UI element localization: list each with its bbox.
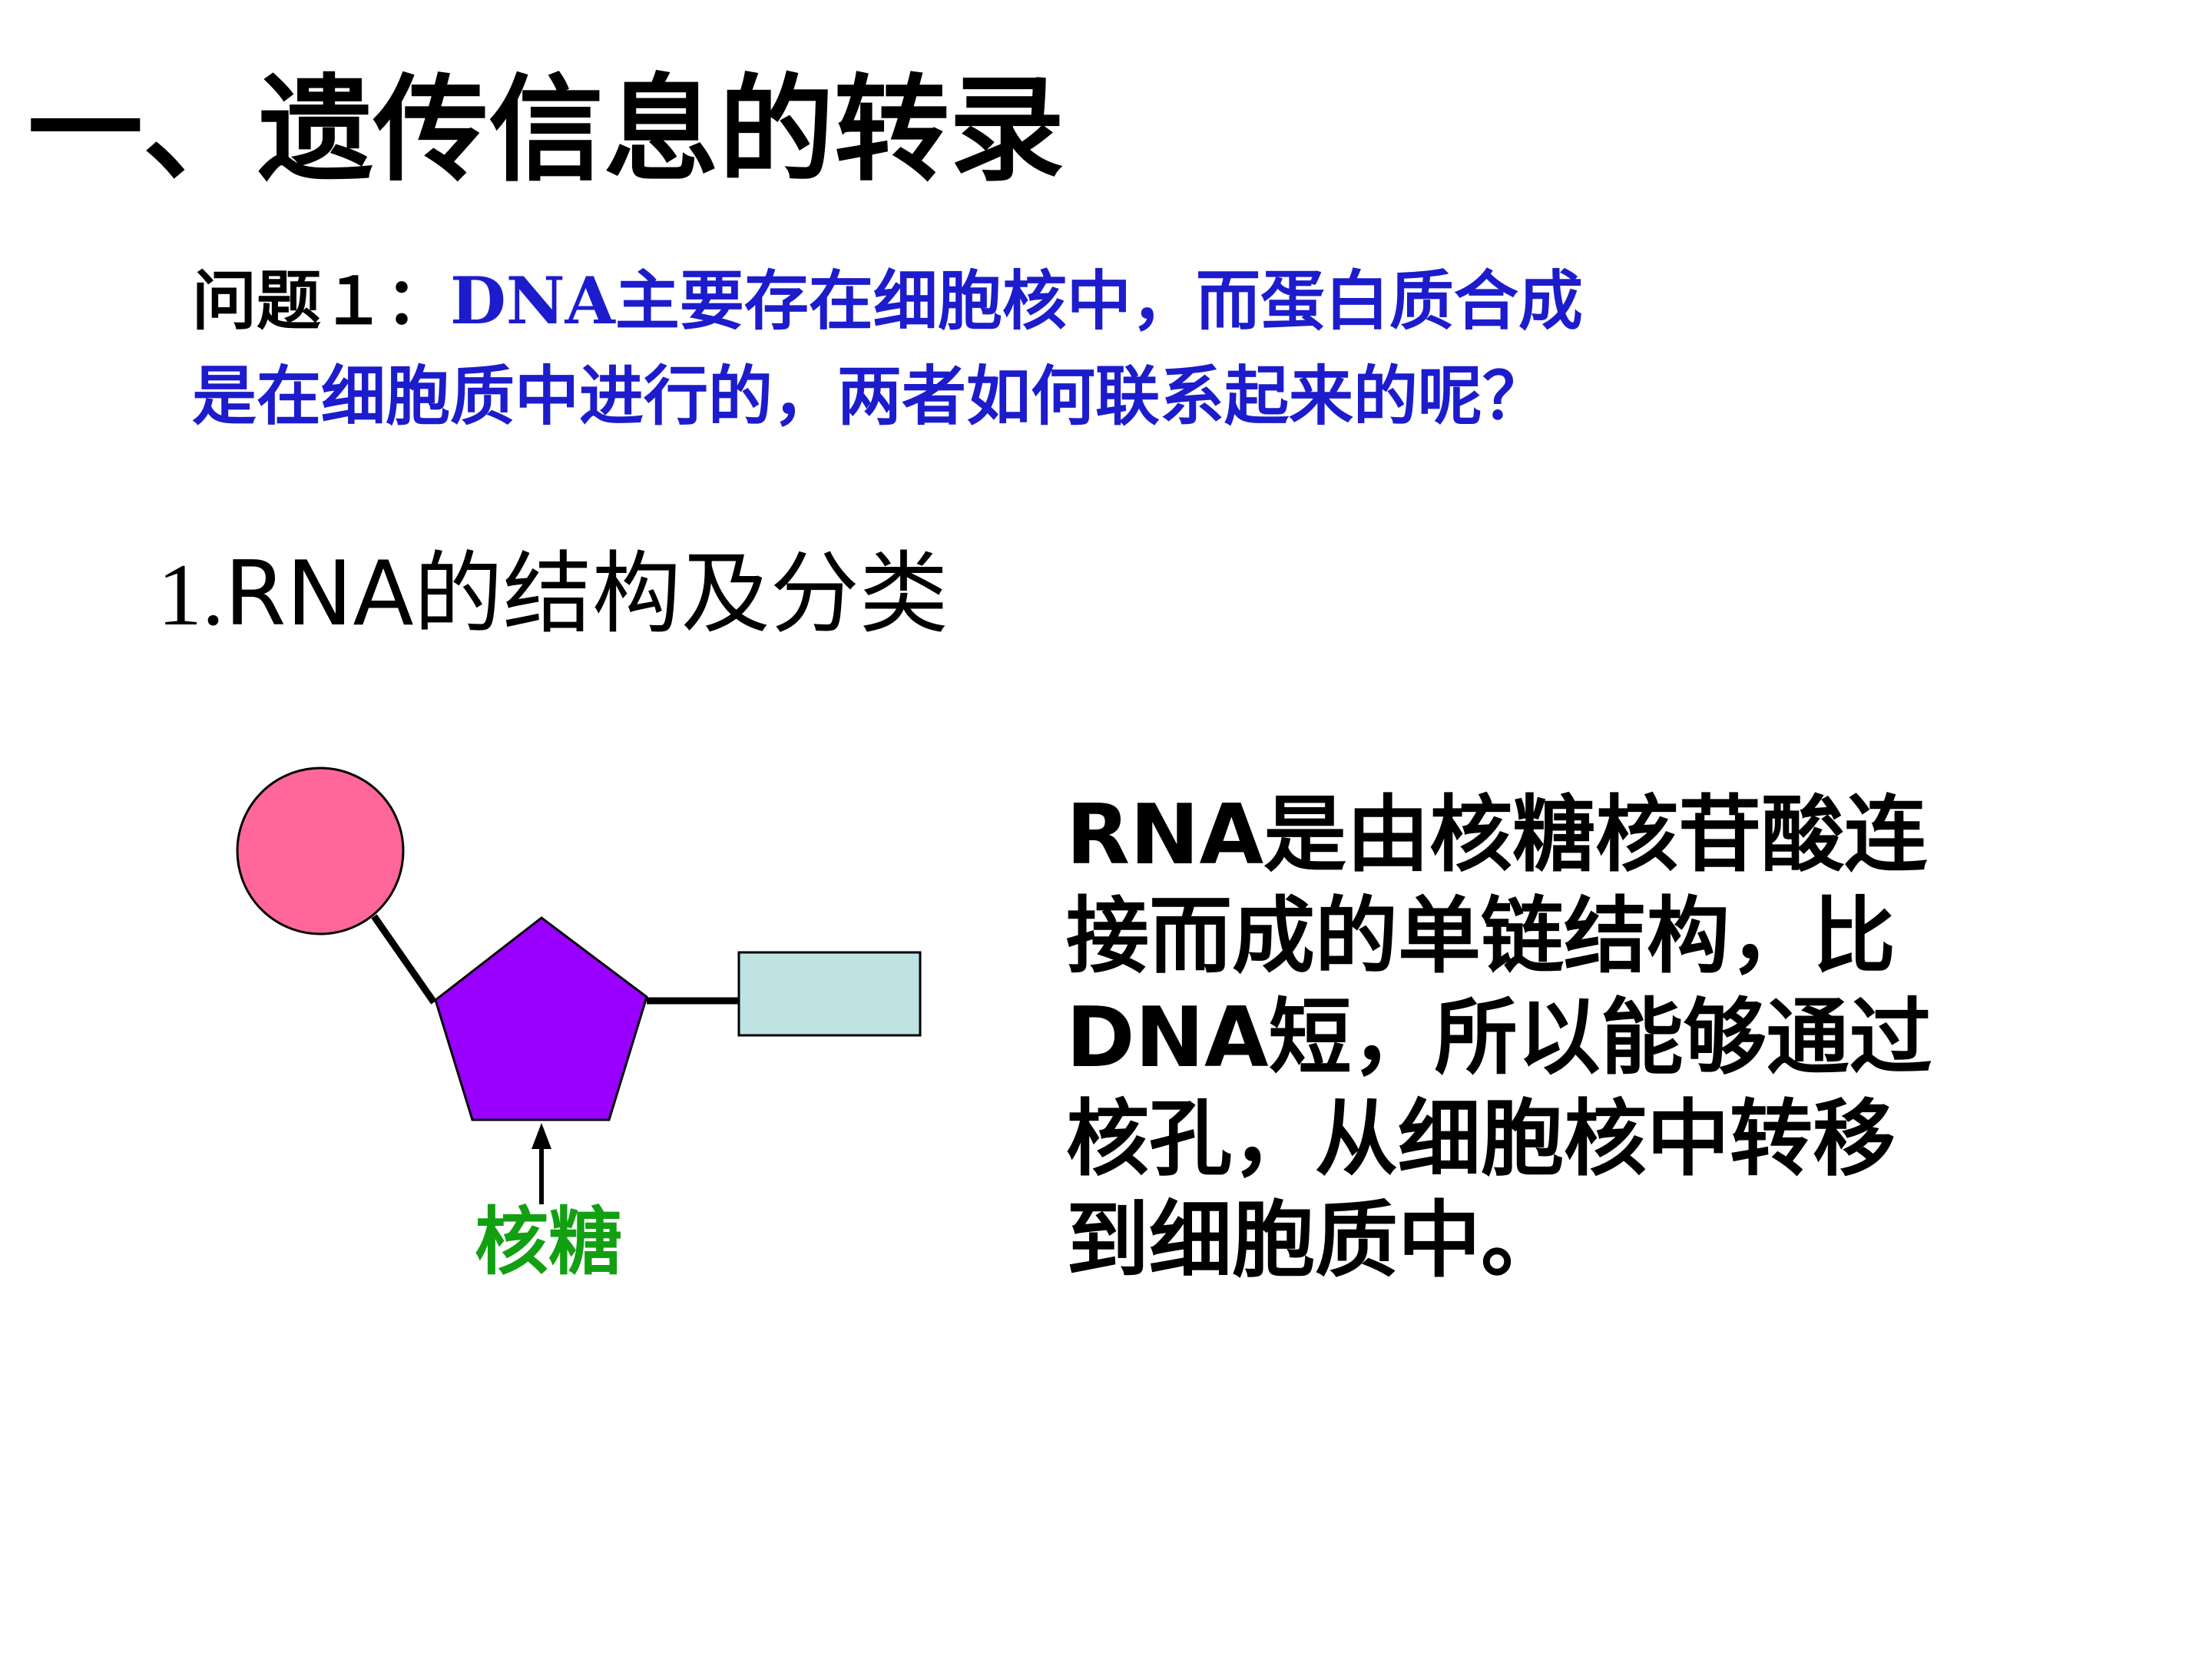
phosphate-sugar-bond: [371, 914, 437, 1005]
ribose-label: 核糖: [475, 1199, 622, 1285]
question-line-1: 问题１：DNA主要存在细胞核中，而蛋白质合成: [192, 253, 1583, 349]
question-text-2: 是在细胞质中进行的，两者如何联系起来的呢？: [192, 358, 1548, 434]
section-number: 1.: [157, 546, 224, 644]
question-label: 问题１：: [192, 263, 451, 339]
ribose-pentagon: [434, 916, 648, 1121]
base-rectangle: [737, 951, 922, 1037]
rna-description: RNA是由核糖核苷酸连 接而成的单链结构，比 DNA短，所以能够通过 核孔，从细…: [1066, 785, 2018, 1292]
section-heading: 1.RNA的结构及分类: [157, 545, 949, 645]
sugar-arrow-head: [531, 1123, 551, 1149]
slide-title: 一、遗传信息的转录: [28, 64, 1065, 197]
description-line-2: 接而成的单链结构，比: [1066, 889, 1896, 985]
phosphate-circle: [236, 767, 405, 935]
question-text-1: DNA主要存在细胞核中，而蛋白质合成: [450, 263, 1583, 339]
description-line-5: 到细胞质中。: [1066, 1193, 1565, 1289]
section-heading-text: RNA的结构及分类: [224, 542, 949, 646]
description-line-1: RNA是由核糖核苷酸连: [1066, 787, 1928, 883]
question-block: 问题１：DNA主要存在细胞核中，而蛋白质合成 是在细胞质中进行的，两者如何联系起…: [192, 253, 1583, 444]
description-line-3: DNA短，所以能够通过: [1066, 990, 1932, 1086]
description-line-4: 核孔，从细胞核中转移: [1066, 1091, 1896, 1187]
